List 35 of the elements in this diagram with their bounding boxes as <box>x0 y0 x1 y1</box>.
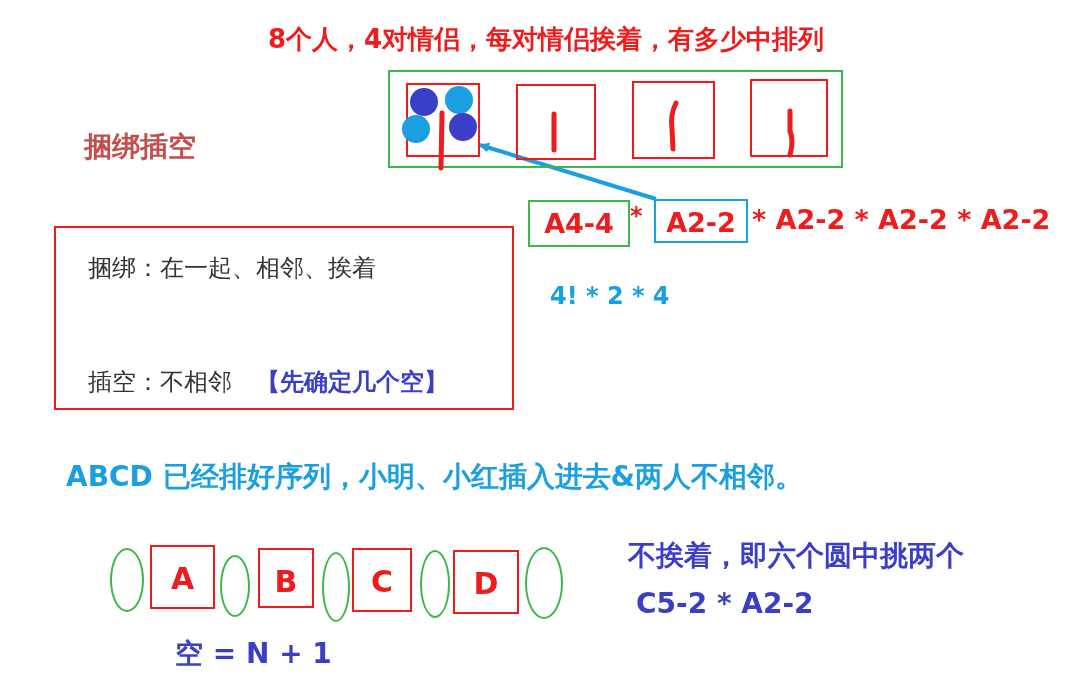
letter-box <box>352 548 412 612</box>
letter-box <box>528 200 630 247</box>
statement-text: ABCD 已经排好序列，小明、小红插入进去&两人不相邻。 <box>66 459 803 495</box>
seat-box <box>516 84 596 160</box>
formula-text: C5-2 * A2-2 <box>636 587 814 620</box>
empty-slot-ellipse <box>420 550 450 618</box>
hint-text: 【先确定几个空】 <box>256 367 448 398</box>
operator-sign: * <box>630 202 643 230</box>
group-box <box>388 70 843 168</box>
letter-label: C <box>370 564 394 599</box>
formula-text: A2-2 <box>665 207 737 238</box>
letter-label: D <box>472 566 500 601</box>
letter-box <box>453 550 519 614</box>
note-box <box>54 226 514 410</box>
seat-box <box>632 81 715 159</box>
title: 8个人，4对情侣，每对情侣挨着，有多少中排列 <box>266 23 826 56</box>
definition-text: 插空：不相邻 <box>88 367 232 398</box>
letter-box <box>150 545 215 609</box>
empty-slot-ellipse <box>220 555 250 617</box>
letter-box <box>654 199 748 243</box>
empty-slot-ellipse <box>525 547 563 619</box>
note-text: 不挨着，即六个圆中挑两个 <box>628 538 964 574</box>
formula-text: A4-4 <box>543 208 615 239</box>
arrow <box>479 142 657 201</box>
formula-text: 空 = N + 1 <box>175 636 332 672</box>
empty-slot-ellipse <box>322 552 350 622</box>
definition-text: 捆绑：在一起、相邻、挨着 <box>88 253 376 284</box>
letter-label: A <box>169 561 196 596</box>
letter-label: B <box>273 564 299 599</box>
formula-text: 4! * 2 * 4 <box>550 282 670 310</box>
empty-slot-ellipse <box>110 548 144 612</box>
letter-box <box>258 548 314 608</box>
topic-heading: 捆绑插空 <box>84 129 196 165</box>
seat-box <box>750 79 828 157</box>
formula-text: * A2-2 * A2-2 * A2-2 <box>752 204 1051 235</box>
